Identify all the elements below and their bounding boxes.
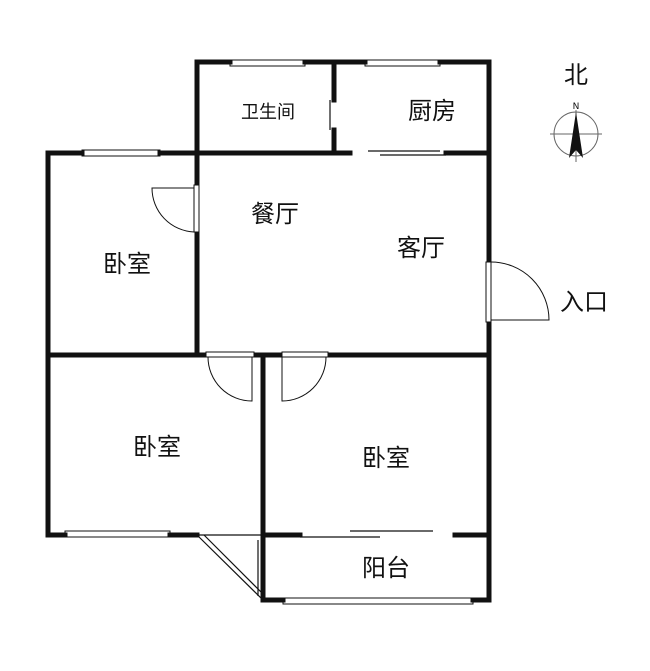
label-balcony: 阳台 <box>362 554 410 582</box>
label-bathroom: 卫生间 <box>241 102 295 123</box>
door-bedroom-nw-leaf <box>193 184 200 233</box>
room-labels: 卫生间 厨房 餐厅 客厅 卧室 卧室 卧室 阳台 入口 <box>103 97 608 582</box>
window-bedroom-sw <box>64 530 171 538</box>
door-entrance-swing <box>490 261 550 321</box>
doors <box>151 184 550 402</box>
window-kitchen <box>364 59 441 67</box>
details <box>196 100 446 601</box>
label-bedroom-sw: 卧室 <box>133 433 181 461</box>
window-bedroom-nw <box>81 149 161 157</box>
door-entrance-leaf <box>485 261 492 323</box>
window-balcony <box>282 597 474 605</box>
walls <box>45 59 492 603</box>
compass-north-label: 北 <box>564 61 588 89</box>
compass-needle-icon <box>569 112 583 158</box>
windows <box>64 59 474 605</box>
label-bedroom-nw: 卧室 <box>103 250 151 278</box>
label-bedroom-s: 卧室 <box>362 444 410 472</box>
door-bedroom-s-leaf <box>281 351 329 358</box>
compass: 北 N <box>550 61 602 162</box>
compass-n-letter: N <box>573 102 580 112</box>
label-dining: 餐厅 <box>251 200 299 228</box>
label-kitchen: 厨房 <box>408 97 456 125</box>
window-bathroom <box>229 59 306 67</box>
door-bedroom-s-swing <box>281 356 327 402</box>
label-entrance: 入口 <box>560 288 608 316</box>
door-bedroom-nw-swing <box>151 187 195 233</box>
door-bedroom-sw-leaf <box>205 351 255 358</box>
label-living: 客厅 <box>397 234 445 262</box>
door-bedroom-sw-swing <box>207 356 253 402</box>
